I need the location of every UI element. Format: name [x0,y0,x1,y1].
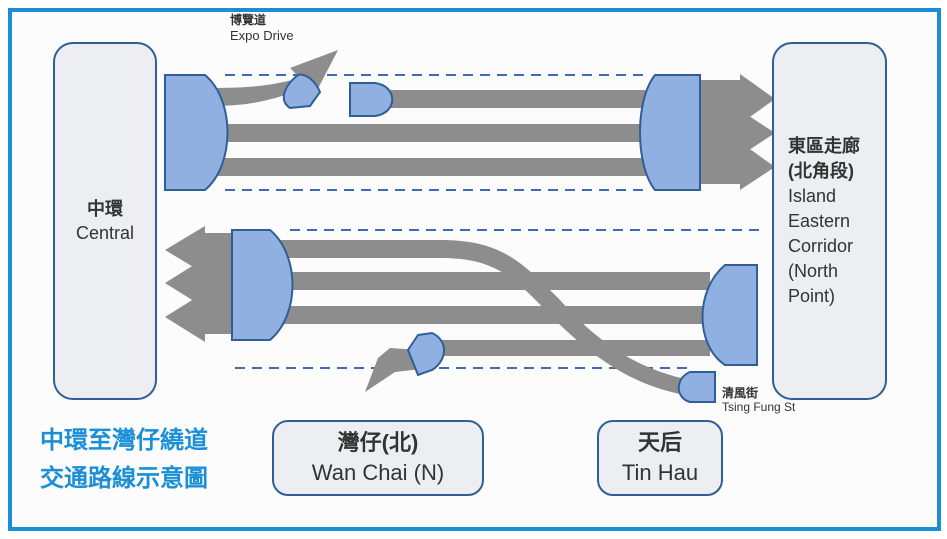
westbound-road-tsing-fung [280,240,690,395]
westbound-road-2 [280,272,710,290]
tinhau-zh: 天后 [637,430,682,455]
eastbound-road-3 [210,158,710,176]
iec-en-5: Point) [788,285,836,306]
node-central: 中環 Central [53,42,157,400]
label-expo-drive: 博覽道 Expo Drive [230,12,294,44]
eastbound-arrow-2 [700,110,775,156]
westbound-road-3 [280,306,710,324]
node-island-eastern-corridor: 東區走廊 (北角段) Island Eastern Corridor (Nort… [772,42,887,400]
node-tin-hau: 天后 Tin Hau [597,420,723,496]
eastbound-arrow-3 [700,142,775,190]
tsing-en: Tsing Fung St [722,400,796,414]
portal-iec-west [701,264,758,366]
westbound-arrow-2 [165,258,240,308]
eastbound-road-expo [210,50,338,106]
tsing-zh: 清風街 [722,386,759,400]
westbound-arrow-3 [165,292,240,342]
iec-en-1: Island [788,185,837,206]
eastbound-arrow-1 [700,74,775,124]
portal-tsing-fung [677,371,716,403]
wanchai-en: Wan Chai (N) [311,460,445,485]
central-zh: 中環 [87,199,123,219]
iec-en-2: Eastern [788,210,851,231]
eastbound-road-1 [380,90,710,108]
central-en: Central [75,223,135,243]
tinhau-en: Tin Hau [621,460,699,485]
portal-mid-east [349,82,394,117]
wanchai-zh: 灣仔(北) [337,430,419,455]
diagram-title: 中環至灣仔繞道 交通路線示意圖 [40,422,208,498]
portal-wanchai [406,331,445,377]
label-tsing-fung-st: 清風街 Tsing Fung St [722,386,795,414]
westbound-arrow-1 [165,226,240,274]
expo-en: Expo Drive [230,28,294,43]
portal-iec-east [639,74,701,191]
portal-central-west [231,229,294,341]
iec-zh-2: (北角段) [788,160,854,181]
node-wan-chai-north: 灣仔(北) Wan Chai (N) [272,420,484,496]
iec-en-3: Corridor [788,235,854,256]
portal-central-east [164,74,229,191]
westbound-road-wanchai [440,340,710,356]
iec-en-4: (North [788,260,839,281]
expo-zh: 博覽道 [230,13,267,27]
portal-expo [282,73,322,110]
iec-zh-1: 東區走廊 [788,135,860,156]
title-line-2: 交通路線示意圖 [40,465,208,492]
title-line-1: 中環至灣仔繞道 [40,427,208,454]
eastbound-road-2 [210,124,710,142]
